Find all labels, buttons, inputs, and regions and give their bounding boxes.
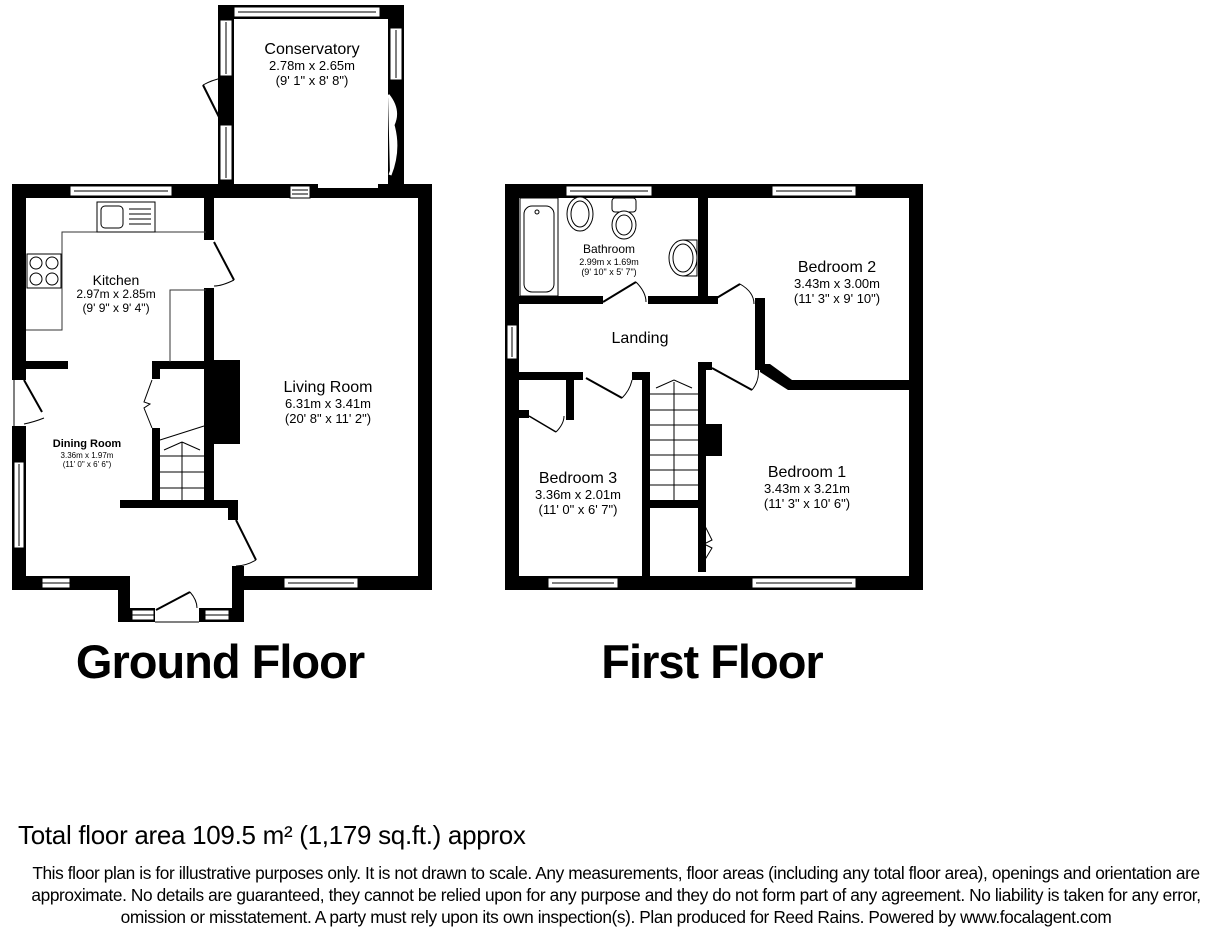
floor-title-ground: Ground Floor bbox=[75, 635, 365, 688]
room-imperial: (9' 9" x 9' 4") bbox=[82, 300, 150, 315]
room-label-bedroom-2: Bedroom 2 3.43m x 3.00m (11' 3" x 9' 10"… bbox=[794, 259, 880, 307]
room-name: Conservatory bbox=[264, 41, 360, 58]
front-door-swing bbox=[155, 591, 191, 611]
room-name: Bedroom 2 bbox=[797, 259, 877, 276]
room-imperial: (11' 0" x 6' 7") bbox=[538, 502, 618, 518]
first-floor-stairs bbox=[650, 379, 698, 500]
room-imperial: (9' 1" x 8' 8") bbox=[275, 73, 349, 89]
total-floor-area: Total floor area 109.5 m² (1,179 sq.ft.)… bbox=[18, 820, 526, 850]
room-label-landing: Landing bbox=[612, 330, 669, 348]
hob-icon bbox=[26, 253, 62, 289]
room-name: Landing bbox=[611, 330, 669, 347]
room-metric: 3.36m x 2.01m bbox=[535, 487, 621, 503]
room-imperial: (11' 0" x 6' 6") bbox=[62, 459, 112, 469]
ground-floor-internal-walls bbox=[26, 194, 257, 567]
room-metric: 2.78m x 2.65m bbox=[269, 58, 355, 74]
room-name: Bedroom 1 bbox=[767, 464, 847, 481]
room-metric: 2.97m x 2.85m bbox=[76, 287, 156, 302]
room-label-dining-room: Dining Room 3.36m x 1.97m (11' 0" x 6' 6… bbox=[53, 438, 121, 469]
kitchen-fixtures bbox=[26, 201, 206, 362]
room-name: Bedroom 3 bbox=[538, 470, 618, 487]
room-metric: 3.43m x 3.21m bbox=[764, 481, 850, 497]
toilet-icon bbox=[611, 197, 637, 213]
room-metric: 3.43m x 3.00m bbox=[794, 276, 880, 292]
room-imperial: (11' 3" x 10' 6") bbox=[763, 496, 851, 512]
room-imperial: (11' 3" x 9' 10") bbox=[793, 291, 881, 307]
first-floor-plan bbox=[505, 184, 923, 590]
conservatory-door-swing bbox=[202, 84, 223, 124]
room-label-bedroom-3: Bedroom 3 3.36m x 2.01m (11' 0" x 6' 7") bbox=[535, 470, 621, 518]
room-imperial: (9' 10" x 5' 7") bbox=[581, 267, 637, 278]
basin-icon bbox=[668, 239, 698, 277]
ground-floor-stairs bbox=[159, 425, 205, 500]
floor-title-first: First Floor bbox=[601, 635, 823, 688]
first-floor-outer-walls bbox=[505, 184, 923, 590]
room-label-conservatory: Conservatory 2.78m x 2.65m (9' 1" x 8' 8… bbox=[264, 41, 359, 89]
conservatory-walls bbox=[202, 5, 404, 187]
room-name: Living Room bbox=[283, 379, 373, 396]
room-name: Dining Room bbox=[52, 438, 122, 450]
ground-floor-plan bbox=[12, 5, 432, 623]
room-imperial: (20' 8" x 11' 2") bbox=[284, 411, 372, 427]
room-label-kitchen: Kitchen 2.97m x 2.85m (9' 9" x 9' 4") bbox=[76, 272, 155, 316]
room-label-bathroom: Bathroom 2.99m x 1.69m (9' 10" x 5' 7") bbox=[579, 242, 639, 278]
bathroom-fixtures bbox=[519, 196, 698, 297]
room-name: Kitchen bbox=[92, 272, 140, 288]
first-floor-internal-walls bbox=[519, 194, 910, 578]
room-metric: 2.99m x 1.69m bbox=[579, 256, 639, 267]
disclaimer-text: This floor plan is for illustrative purp… bbox=[31, 863, 1201, 927]
room-metric: 6.31m x 3.41m bbox=[285, 396, 371, 412]
room-label-bedroom-1: Bedroom 1 3.43m x 3.21m (11' 3" x 10' 6"… bbox=[764, 464, 850, 512]
ground-floor-outer-walls bbox=[12, 184, 432, 623]
room-label-living-room: Living Room 6.31m x 3.41m (20' 8" x 11' … bbox=[284, 379, 373, 427]
room-name: Bathroom bbox=[582, 242, 636, 256]
room-metric: 3.36m x 1.97m bbox=[60, 450, 114, 460]
